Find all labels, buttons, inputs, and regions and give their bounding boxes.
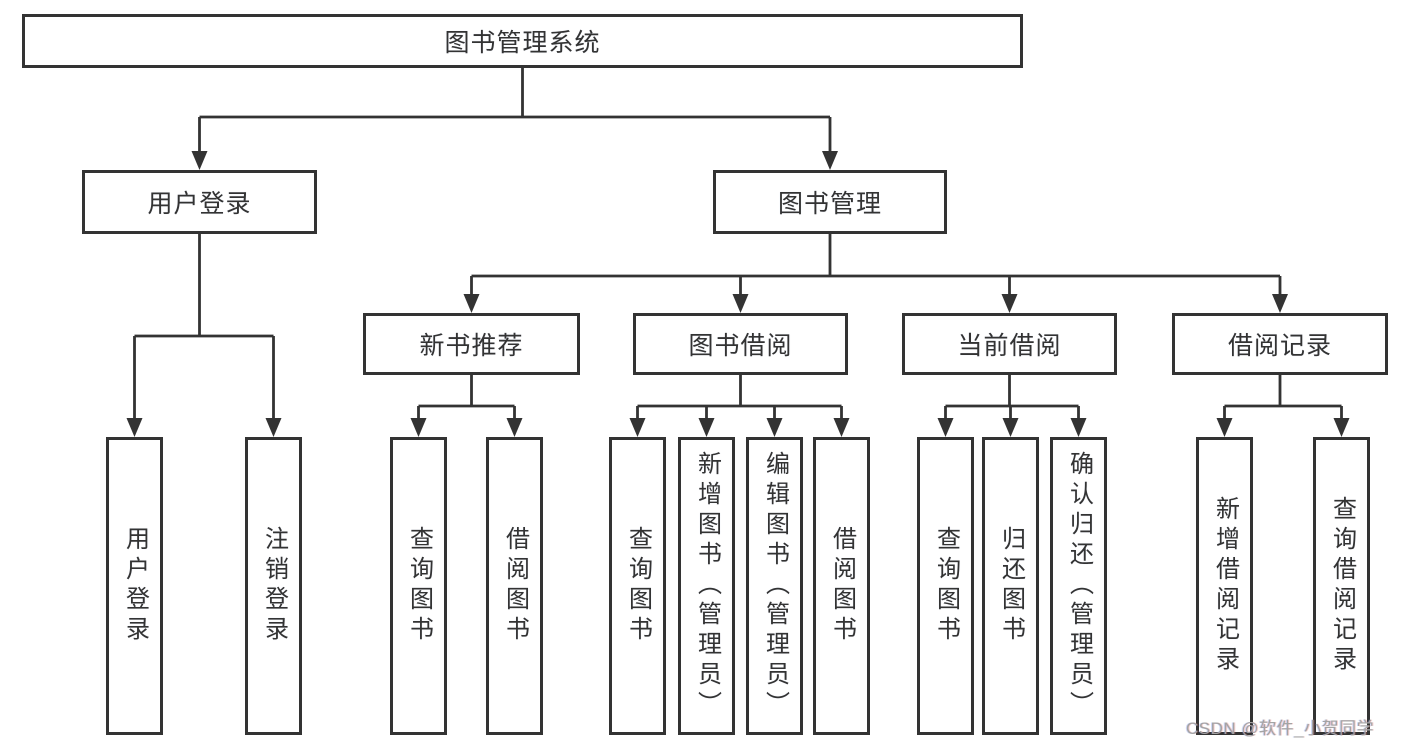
leaf-current-return-books-label: 归还图书 <box>997 526 1025 646</box>
arrowhead-icon <box>265 418 282 437</box>
node-new-book-recommend-label: 新书推荐 <box>419 332 524 360</box>
edge-userlogin-to-leaves <box>133 234 275 420</box>
leaf-recommend-borrow-books: 借阅图书 <box>486 437 543 735</box>
leaf-records-query-record-label: 查询借阅记录 <box>1328 496 1356 676</box>
edge-recommend-to-leaves <box>417 375 516 420</box>
arrowhead-icon <box>410 418 427 437</box>
edge-current-to-leaves <box>944 375 1080 420</box>
arrowhead-icon <box>766 418 783 437</box>
node-user-login-label: 用户登录 <box>147 190 252 218</box>
node-new-book-recommend: 新书推荐 <box>363 313 580 375</box>
edge-root-to-level2 <box>198 68 832 153</box>
arrowhead-icon <box>126 418 143 437</box>
node-library-system: 图书管理系统 <box>22 14 1023 68</box>
arrowhead-icon <box>463 294 480 313</box>
arrowhead-icon <box>822 151 838 170</box>
arrowhead-icon <box>937 418 954 437</box>
arrowhead-icon <box>1070 418 1087 437</box>
leaf-borrow-edit-books-admin-label: 编辑图书（管理员） <box>761 451 789 721</box>
leaf-logout: 注销登录 <box>245 437 302 735</box>
leaf-current-query-books: 查询图书 <box>917 437 974 735</box>
node-current-borrowing: 当前借阅 <box>902 313 1117 375</box>
leaf-borrow-borrow-books-label: 借阅图书 <box>828 526 856 646</box>
arrowhead-icon <box>1002 418 1019 437</box>
leaf-borrow-add-books-admin-label: 新增图书（管理员） <box>693 451 721 721</box>
leaf-user-login: 用户登录 <box>106 437 163 735</box>
csdn-watermark: CSDN @软件_小贺同学 <box>1186 719 1375 738</box>
node-library-system-label: 图书管理系统 <box>444 29 601 57</box>
leaf-current-confirm-return-admin-label: 确认归还（管理员） <box>1065 451 1093 721</box>
edge-shafts <box>133 68 1343 420</box>
leaf-current-return-books: 归还图书 <box>982 437 1039 735</box>
arrowhead-icon <box>191 151 208 170</box>
leaf-logout-label: 注销登录 <box>260 526 288 646</box>
node-user-login: 用户登录 <box>82 170 317 234</box>
leaf-records-query-record: 查询借阅记录 <box>1313 437 1370 735</box>
arrowheads <box>126 151 1350 437</box>
arrowhead-icon <box>1001 294 1018 313</box>
leaf-borrow-query-books-label: 查询图书 <box>624 526 652 646</box>
edge-borrow-to-leaves <box>636 375 843 420</box>
arrowhead-icon <box>732 294 749 313</box>
leaf-recommend-query-books-label: 查询图书 <box>405 526 433 646</box>
leaf-recommend-borrow-books-label: 借阅图书 <box>501 526 529 646</box>
node-book-borrowing-label: 图书借阅 <box>688 332 793 360</box>
edge-records-to-leaves <box>1223 375 1343 420</box>
arrowhead-icon <box>698 418 715 437</box>
node-current-borrowing-label: 当前借阅 <box>957 332 1062 360</box>
arrowhead-icon <box>629 418 646 437</box>
leaf-current-confirm-return-admin: 确认归还（管理员） <box>1050 437 1107 735</box>
leaf-current-query-books-label: 查询图书 <box>932 526 960 646</box>
node-book-management: 图书管理 <box>713 170 947 234</box>
edge-bookmgmt-to-level3 <box>470 234 1282 296</box>
arrowhead-icon <box>833 418 850 437</box>
node-borrowing-records-label: 借阅记录 <box>1227 332 1332 360</box>
leaf-borrow-borrow-books: 借阅图书 <box>813 437 870 735</box>
leaf-records-add-record: 新增借阅记录 <box>1196 437 1253 735</box>
leaf-user-login-label: 用户登录 <box>121 526 149 646</box>
node-borrowing-records: 借阅记录 <box>1172 313 1388 375</box>
leaf-borrow-add-books-admin: 新增图书（管理员） <box>678 437 735 735</box>
node-book-borrowing: 图书借阅 <box>633 313 848 375</box>
arrowhead-icon <box>506 418 523 437</box>
leaf-borrow-edit-books-admin: 编辑图书（管理员） <box>746 437 803 735</box>
node-book-management-label: 图书管理 <box>777 190 882 218</box>
leaf-records-add-record-label: 新增借阅记录 <box>1211 496 1239 676</box>
arrowhead-icon <box>1272 294 1288 313</box>
leaf-borrow-query-books: 查询图书 <box>609 437 666 735</box>
arrowhead-icon <box>1333 418 1350 437</box>
leaf-recommend-query-books: 查询图书 <box>390 437 447 735</box>
arrowhead-icon <box>1216 418 1233 437</box>
